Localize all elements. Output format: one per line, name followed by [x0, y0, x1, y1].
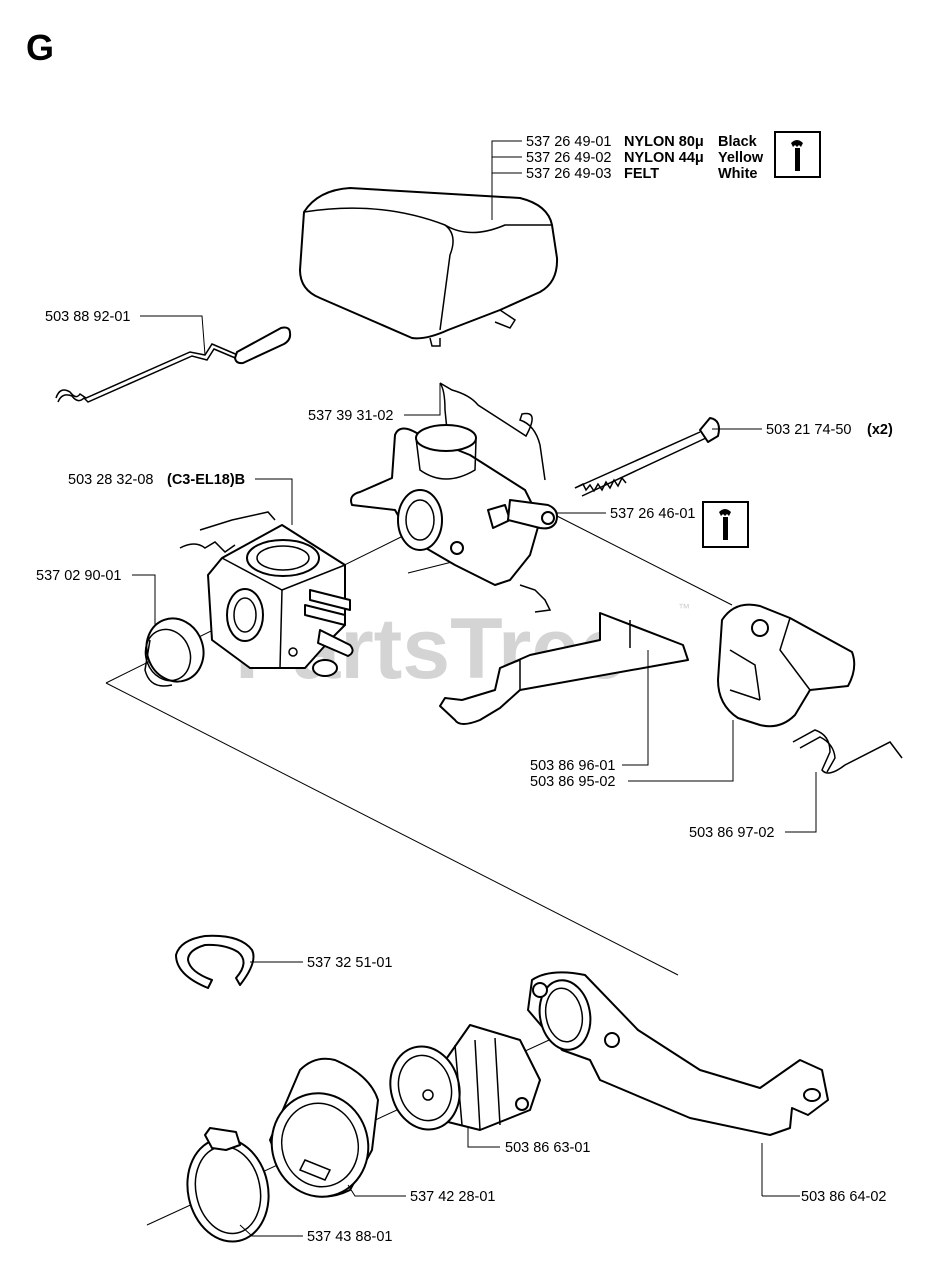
label-lever-2: 503 86 95-02 [530, 774, 615, 790]
intake-housing[interactable] [350, 424, 558, 613]
label-support: 503 86 64-02 [801, 1189, 886, 1205]
wrench-info-icon[interactable] [774, 131, 821, 178]
color: Black [718, 134, 758, 150]
screw-bolt[interactable] [574, 417, 720, 497]
filter-label-row-3: 537 26 49-03 FELT White [526, 166, 757, 182]
label-intake-housing: 537 26 46-01 [610, 506, 695, 522]
throttle-bracket[interactable] [439, 382, 546, 481]
label-carburetor: 503 28 32-08 [68, 472, 153, 488]
circlip[interactable] [175, 934, 255, 989]
filter-label-row-1: 537 26 49-01 NYLON 80μ Black [526, 134, 758, 150]
air-filter-cover[interactable] [299, 187, 559, 347]
color: White [718, 166, 757, 182]
intake-gasket[interactable] [138, 610, 213, 689]
choke-rod[interactable] [55, 326, 292, 403]
air-adapter[interactable] [260, 1057, 380, 1208]
part-number: 537 26 49-01 [526, 134, 611, 150]
trigger-housing[interactable] [717, 603, 856, 728]
label-adapter: 537 42 28-01 [410, 1189, 495, 1205]
material: NYLON 80μ [624, 134, 704, 150]
leader-lines [132, 140, 817, 1237]
label-spring: 503 86 97-02 [689, 825, 774, 841]
material: FELT [624, 166, 659, 182]
color: Yellow [718, 150, 764, 166]
intake-rubber[interactable] [381, 1024, 541, 1137]
label-rod: 503 88 92-01 [45, 309, 130, 325]
material: NYLON 44μ [624, 150, 704, 166]
throttle-lever[interactable] [439, 612, 689, 725]
label-carburetor-variant: (C3-EL18)B [167, 472, 245, 488]
label-bracket: 537 39 31-02 [308, 408, 393, 424]
label-bolt: 503 21 74-50 [766, 422, 851, 438]
label-bolt-qty: (x2) [867, 422, 893, 438]
wrench-info-icon[interactable] [702, 501, 749, 548]
filter-label-row-2: 537 26 49-02 NYLON 44μ Yellow [526, 150, 764, 166]
label-clamp: 537 43 88-01 [307, 1229, 392, 1245]
part-number: 537 26 49-03 [526, 166, 611, 182]
label-gasket: 537 02 90-01 [36, 568, 121, 584]
label-intake-rubber: 503 86 63-01 [505, 1140, 590, 1156]
part-number: 537 26 49-02 [526, 150, 611, 166]
hose-clamp[interactable] [178, 1127, 278, 1249]
return-spring[interactable] [792, 729, 903, 774]
label-circlip: 537 32 51-01 [307, 955, 392, 971]
label-lever: 503 86 96-01 [530, 758, 615, 774]
carburetor[interactable] [179, 511, 354, 677]
watermark-trademark: ™ [678, 601, 690, 615]
section-letter: G [26, 27, 54, 68]
carburetor-support[interactable] [527, 971, 829, 1136]
